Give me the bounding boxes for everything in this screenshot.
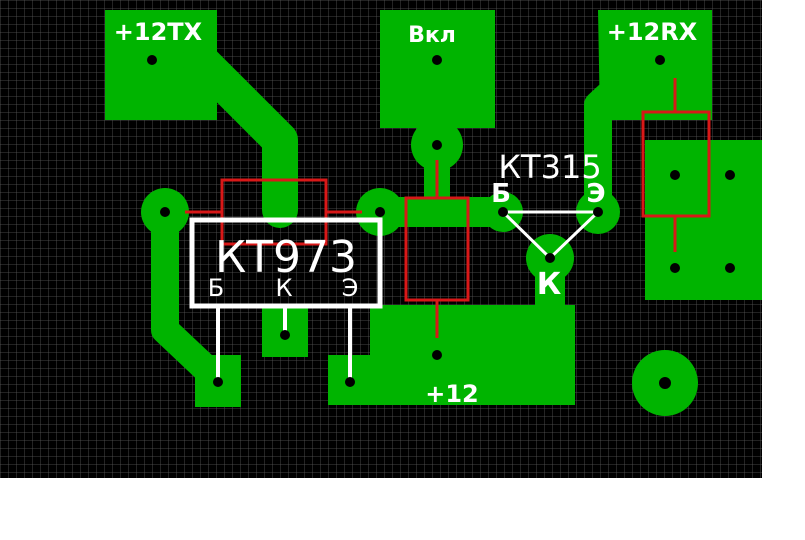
- hole-vkl-round: [432, 140, 442, 150]
- component-outlines: [185, 78, 711, 338]
- label-kt315: КТ315: [498, 148, 601, 186]
- mounting-hole: [659, 377, 671, 389]
- trace-rx: [584, 66, 674, 226]
- label-kt973-emitter: Э: [342, 274, 359, 302]
- label-kt315-collector: К: [537, 267, 562, 302]
- drill-holes: [147, 55, 735, 389]
- trace-12tx: [182, 42, 298, 228]
- hole-rx-right-4: [725, 263, 735, 273]
- label-12rx: +12RX: [607, 18, 698, 46]
- hole-kt973-base: [213, 377, 223, 387]
- hole-mid: [375, 207, 385, 217]
- label-kt973-base: Б: [208, 274, 224, 302]
- hole-vkl: [432, 55, 442, 65]
- copper-traces: [151, 42, 674, 394]
- hole-kt973-collector: [280, 330, 290, 340]
- hole-rx-right-2: [725, 170, 735, 180]
- label-12: +12: [425, 380, 479, 408]
- hole-12rx: [655, 55, 665, 65]
- hole-kt315-emitter: [593, 207, 603, 217]
- hole-kt315-collector: [545, 253, 555, 263]
- kt315-line-ec: [548, 210, 600, 260]
- hole-12: [432, 350, 442, 360]
- pad-12: [328, 305, 575, 405]
- kt315-line-bc: [501, 210, 552, 260]
- rx-right-block: [645, 140, 762, 300]
- hole-rx-right-1: [670, 170, 680, 180]
- hole-left-base: [160, 207, 170, 217]
- label-12tx: +12TX: [114, 18, 203, 46]
- label-kt315-emitter: Э: [586, 179, 605, 209]
- label-kt973: КТ973: [215, 232, 357, 283]
- hole-kt315-base: [498, 207, 508, 217]
- silkscreen: [189, 210, 600, 380]
- pad-vkl: [380, 10, 495, 128]
- label-vkl: Вкл: [408, 23, 456, 48]
- hole-kt973-emitter: [345, 377, 355, 387]
- hole-rx-right-3: [670, 263, 680, 273]
- hole-12tx: [147, 55, 157, 65]
- trace-left: [151, 201, 232, 394]
- label-kt973-collector: К: [275, 274, 292, 302]
- label-kt315-base: Б: [491, 179, 511, 209]
